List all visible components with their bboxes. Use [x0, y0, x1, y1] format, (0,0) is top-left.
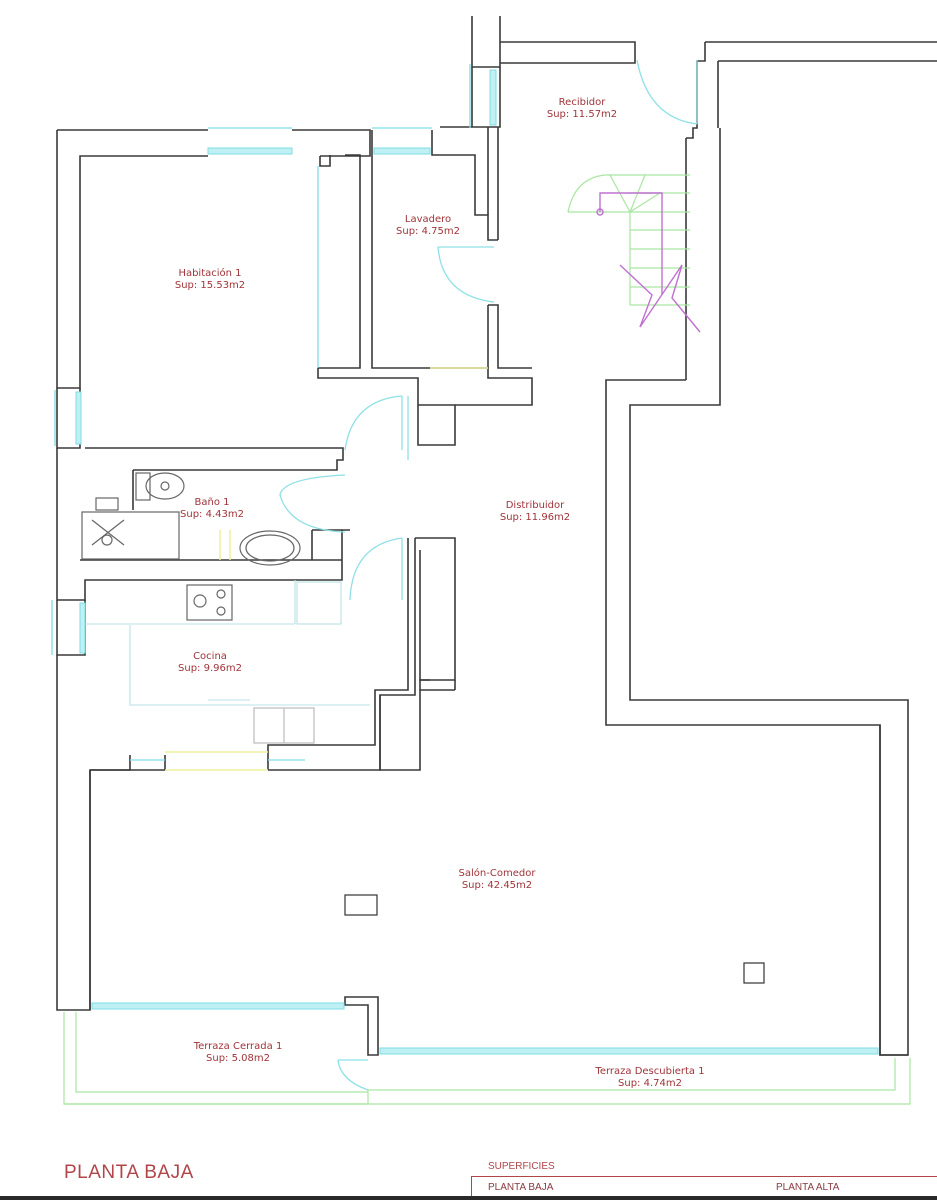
bathroom-doors — [279, 395, 409, 601]
room-name: Baño 1 — [194, 497, 230, 508]
room-label-habitacion-1: Habitación 1 Sup: 15.53m2 — [175, 268, 245, 292]
bedroom-windows — [54, 127, 488, 446]
kitchen-fixtures — [51, 580, 370, 771]
room-label-recibidor: Recibidor Sup: 11.57m2 — [547, 97, 617, 121]
terrace-glazing — [91, 1002, 879, 1091]
room-name: Habitación 1 — [178, 268, 242, 279]
room-area: Sup: 4.74m2 — [618, 1078, 682, 1089]
room-area: Sup: 11.96m2 — [499, 512, 571, 523]
room-name: Salón-Comedor — [458, 868, 536, 879]
room-name: Cocina — [193, 651, 227, 662]
room-area: Sup: 42.45m2 — [461, 880, 533, 891]
room-label-cocina: Cocina Sup: 9.96m2 — [178, 651, 242, 675]
bottom-edge-bar — [0, 1196, 937, 1200]
room-label-lavadero: Lavadero Sup: 4.75m2 — [396, 214, 460, 238]
room-label-terraza-descubierta-1: Terraza Descubierta 1 Sup: 4.74m2 — [595, 1066, 704, 1090]
living-walls — [89, 680, 908, 1056]
room-label-bano-1: Baño 1 Sup: 4.43m2 — [180, 497, 244, 521]
room-name: Terraza Cerrada 1 — [193, 1041, 283, 1052]
superficies-column-planta-alta: PLANTA ALTA — [776, 1182, 840, 1193]
entrance-walls — [440, 16, 937, 1056]
room-area: Sup: 5.08m2 — [206, 1053, 270, 1064]
bathroom-fixtures — [81, 472, 301, 566]
plan-title: PLANTA BAJA — [64, 1162, 194, 1183]
kitchen-walls — [56, 537, 456, 1011]
room-label-salon-comedor: Salón-Comedor Sup: 42.45m2 — [459, 868, 536, 892]
room-area: Sup: 15.53m2 — [174, 280, 246, 291]
bedroom-walls — [56, 127, 533, 449]
room-name: Terraza Descubierta 1 — [595, 1066, 705, 1077]
room-label-terraza-cerrada-1: Terraza Cerrada 1 Sup: 5.08m2 — [194, 1041, 283, 1065]
terrace-outline — [63, 1012, 911, 1105]
superficies-title: SUPERFICIES — [488, 1161, 555, 1172]
room-area: Sup: 9.96m2 — [178, 663, 242, 674]
lavadero-door — [437, 246, 495, 303]
room-area: Sup: 11.57m2 — [546, 109, 618, 120]
superficies-table: PLANTA BAJA PLANTA ALTA — [471, 1176, 937, 1200]
room-area: Sup: 4.43m2 — [180, 509, 244, 520]
entrance-windows-doors — [469, 59, 698, 128]
room-name: Recibidor — [558, 97, 606, 108]
room-name: Lavadero — [404, 214, 452, 225]
room-label-distribuidor: Distribuidor Sup: 11.96m2 — [500, 500, 570, 524]
room-area: Sup: 4.75m2 — [396, 226, 460, 237]
superficies-column-planta-baja: PLANTA BAJA — [488, 1182, 554, 1193]
staircase — [567, 174, 701, 333]
room-name: Distribuidor — [505, 500, 565, 511]
